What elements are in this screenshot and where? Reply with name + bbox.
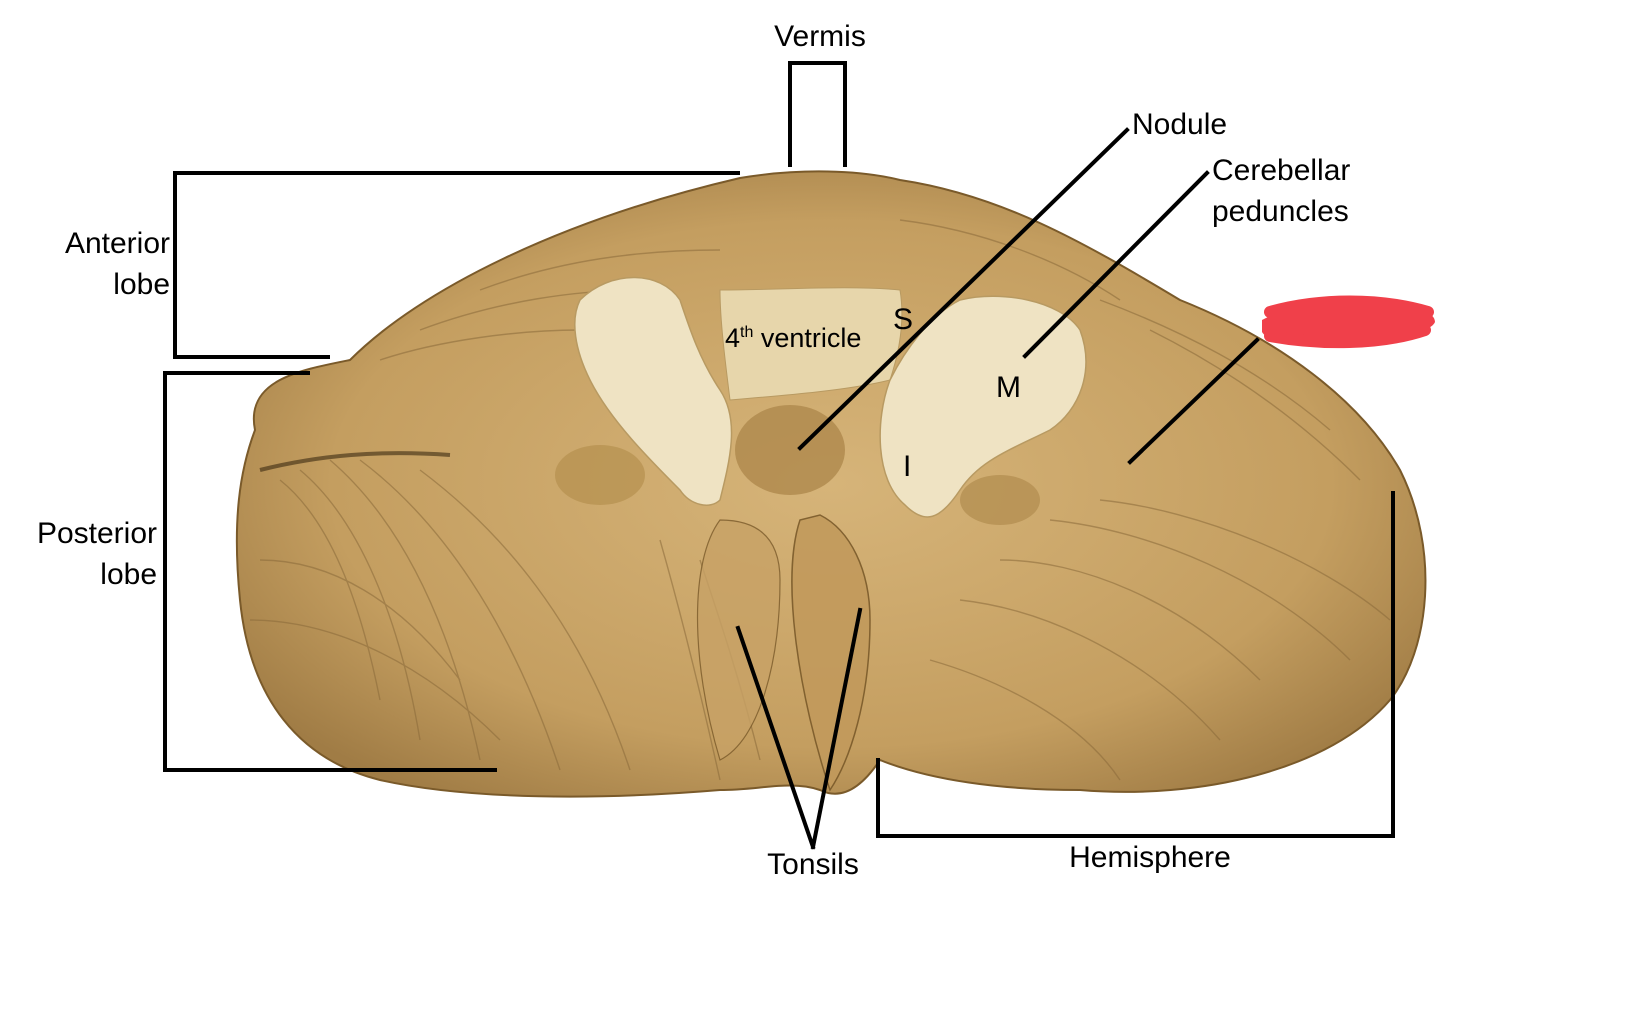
label-anterior: Anterior [64,227,170,260]
label-m: M [996,371,1021,404]
redaction-scribble [1262,295,1435,349]
label-tonsils: Tonsils [767,848,859,881]
label-i: I [903,450,912,483]
label-peduncles: peduncles [1212,195,1349,228]
label-nodule: Nodule [1132,108,1228,141]
anterior-lobe-bracket [173,171,740,359]
nodule-leader [797,127,1130,451]
right-peduncle-cut [879,295,1087,518]
redacted-leader [1127,337,1260,465]
annotation-lines [163,61,1395,850]
posterior-lobe-bracket [163,371,497,772]
label-fourth-ventricle: 4th ventricle [725,323,862,353]
label-vermis: Vermis [774,20,866,53]
label-s: S [893,303,914,336]
tonsil-left-leader [735,625,816,850]
label-posterior-lobe: lobe [100,558,157,591]
peduncles-leader [1022,170,1210,359]
hemisphere-bracket [876,491,1395,838]
cerebellum-outline [235,170,1427,798]
label-cerebellar: Cerebellar [1212,154,1351,187]
left-peduncle-cut [574,276,733,506]
vermis-bracket [788,61,847,167]
label-hemisphere: Hemisphere [1069,841,1231,874]
tonsil-right-leader [810,607,863,850]
nodule-area [735,405,845,495]
cerebellum-specimen [235,170,1427,798]
label-anterior-lobe: lobe [113,268,170,301]
label-posterior: Posterior [36,517,157,550]
